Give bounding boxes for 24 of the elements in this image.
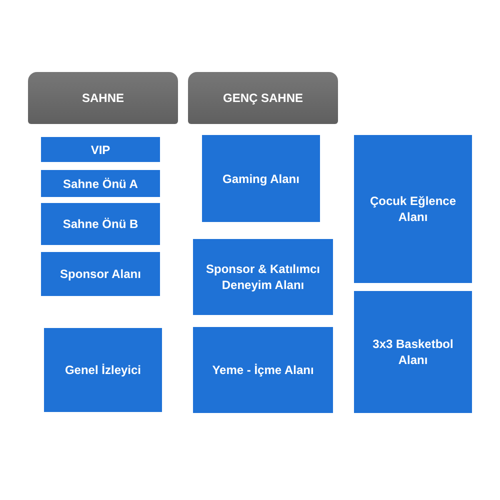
zone-label: Sponsor & Katılımcı Deneyim Alanı xyxy=(204,261,322,293)
zone-block xyxy=(41,252,160,296)
zone-label: GENÇ SAHNE xyxy=(222,90,303,106)
zone-label: Çocuk Eğlence Alanı xyxy=(368,193,458,225)
zone-block xyxy=(193,239,333,315)
zone-block xyxy=(354,135,472,283)
zone-label: Sahne Önü B xyxy=(62,216,138,232)
zone-block xyxy=(44,328,162,412)
zone-label: 3x3 Basketbol Alanı xyxy=(372,336,454,368)
zone-label: Gaming Alanı xyxy=(222,170,300,186)
zone-label: Sahne Önü A xyxy=(63,176,138,192)
stage-block xyxy=(188,72,338,124)
zone-block xyxy=(354,291,472,413)
zone-label: SAHNE xyxy=(82,90,124,106)
zone-block xyxy=(202,135,320,222)
zone-label: VIP xyxy=(90,142,110,158)
zone-block xyxy=(41,203,160,245)
zone-label: Yeme - İçme Alanı xyxy=(212,362,314,378)
stage-block xyxy=(28,72,178,124)
zone-block xyxy=(41,137,160,162)
zone-block xyxy=(193,327,333,413)
zone-label: Sponsor Alanı xyxy=(60,266,141,282)
zone-block xyxy=(41,170,160,197)
zone-label: Genel İzleyici xyxy=(64,362,142,378)
